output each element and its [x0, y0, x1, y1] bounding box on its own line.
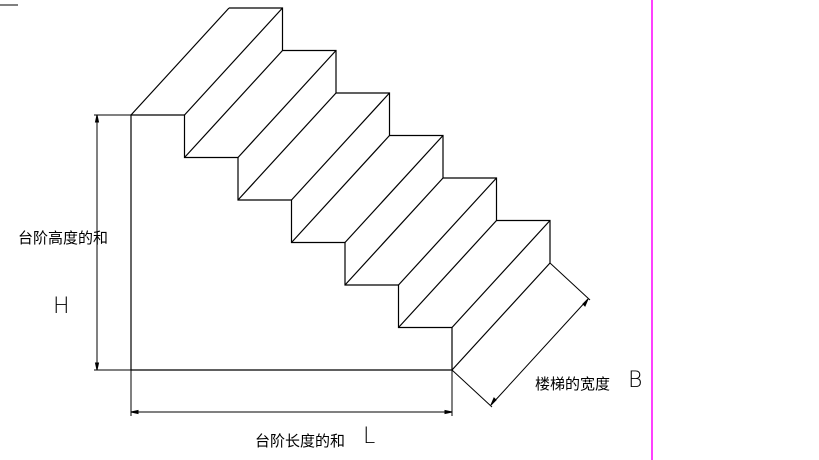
- arrow-icon: [444, 409, 453, 415]
- width-symbol: B: [628, 368, 643, 393]
- stair-depth-edge: [184, 7, 283, 116]
- width-label: 楼梯的宽度: [535, 375, 611, 393]
- width-extension-back: [549, 262, 591, 301]
- stair-depth-edge: [398, 177, 497, 286]
- stair-depth-edge: [451, 220, 551, 328]
- arrow-icon: [94, 362, 100, 371]
- stair-depth-edge: [237, 50, 337, 158]
- stair-depth-edge: [344, 177, 444, 286]
- width-dimension-line: [490, 298, 589, 406]
- stair-depth-edge: [398, 220, 497, 328]
- height-sum-label: 台阶高度的和: [18, 229, 109, 247]
- stair-depth-edge: [237, 92, 337, 201]
- stair-depth-edge: [130, 7, 230, 116]
- arrow-icon: [130, 409, 139, 415]
- stair-depth-edge: [451, 262, 551, 371]
- height-symbol: H: [53, 294, 70, 319]
- arrow-icon: [94, 114, 100, 123]
- stair-depth-edge: [344, 135, 444, 243]
- width-extension-front: [451, 369, 493, 408]
- stair-depth-edge: [291, 135, 390, 243]
- stair-depth-edge: [291, 92, 390, 201]
- length-symbol: L: [363, 424, 376, 449]
- arrow-icon: [490, 397, 497, 406]
- length-sum-label: 台阶长度的和: [255, 432, 346, 450]
- stair-depth-edge: [184, 50, 283, 158]
- arrow-icon: [582, 298, 589, 307]
